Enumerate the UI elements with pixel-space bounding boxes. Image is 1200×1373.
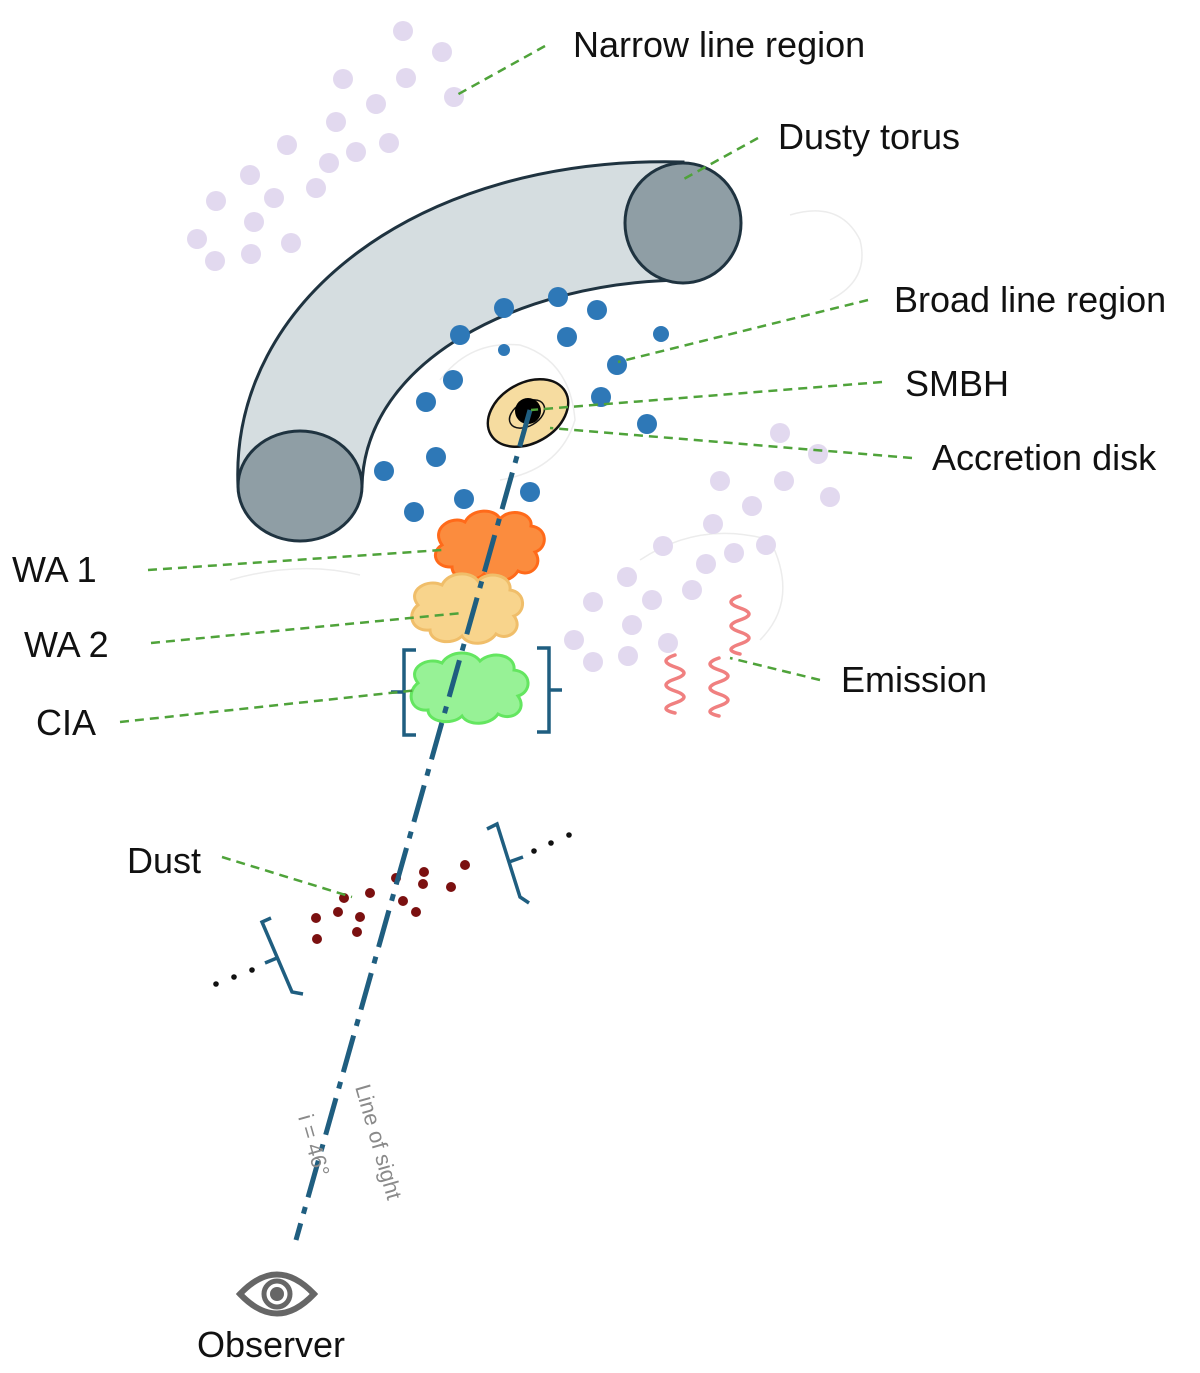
narrow-line-region-dots-lower xyxy=(564,423,840,672)
label-broad-line-region: Broad line region xyxy=(894,279,1166,320)
leader-broad-line-region xyxy=(617,298,869,364)
leader-lines xyxy=(119,44,913,899)
broad-line-region-dots xyxy=(374,287,669,522)
label-wa1: WA 1 xyxy=(12,549,97,590)
torus-body xyxy=(236,160,685,488)
label-accretion-disk: Accretion disk xyxy=(932,437,1157,478)
leader-wa1 xyxy=(147,548,443,572)
label-line-of-sight: Line of sight xyxy=(350,1081,407,1202)
cia-bracket-right xyxy=(537,646,551,734)
leader-narrow-line-region xyxy=(454,44,546,98)
label-smbh: SMBH xyxy=(905,363,1009,404)
label-cia: CIA xyxy=(36,702,96,743)
dust-brackets xyxy=(259,821,530,996)
dusty-torus xyxy=(236,160,743,543)
emission-waves xyxy=(664,594,751,718)
dust-bracket-left xyxy=(259,916,304,996)
dust-bracket-right xyxy=(486,821,530,905)
label-wa2: WA 2 xyxy=(24,624,109,665)
ellipsis-dots xyxy=(213,832,572,987)
leader-cia xyxy=(119,688,419,724)
label-emission: Emission xyxy=(841,659,987,700)
cia-cloud xyxy=(409,651,530,725)
line-of-sight xyxy=(293,409,533,1241)
label-dusty-torus: Dusty torus xyxy=(778,116,960,157)
eye-icon xyxy=(235,1271,319,1317)
torus-end-right xyxy=(623,161,743,285)
leader-dust xyxy=(221,855,353,899)
dust-particles xyxy=(311,860,470,944)
leader-accretion-disk xyxy=(549,426,913,460)
narrow-line-region-dots-upper xyxy=(187,21,464,271)
label-narrow-line-region: Narrow line region xyxy=(573,24,865,65)
leader-emission xyxy=(729,656,821,682)
wa2-cloud xyxy=(410,572,524,645)
leader-wa2 xyxy=(150,611,463,645)
torus-end-left xyxy=(236,429,364,543)
label-observer: Observer xyxy=(197,1324,345,1365)
leader-smbh xyxy=(530,380,883,412)
label-dust: Dust xyxy=(127,840,201,881)
